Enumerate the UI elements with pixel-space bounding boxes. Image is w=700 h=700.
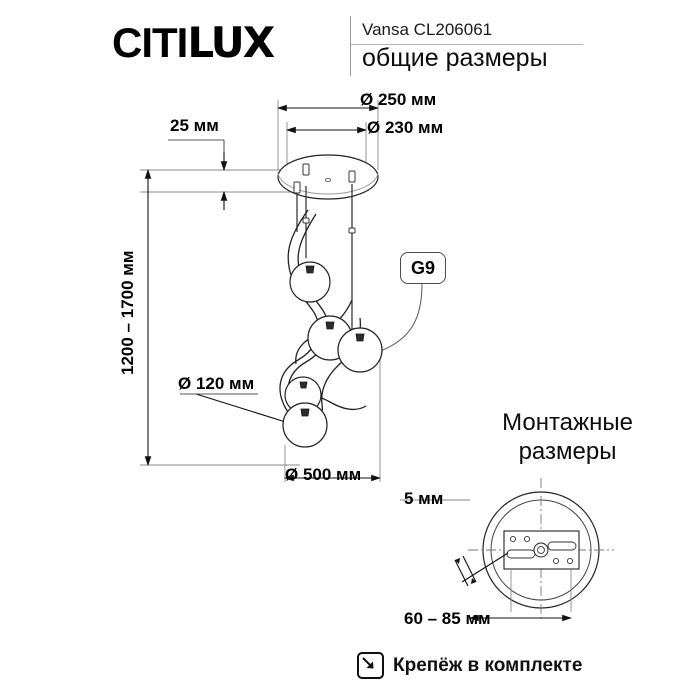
g9-leader bbox=[377, 283, 423, 353]
cable-fittings bbox=[293, 163, 356, 234]
dimension-overall-diameter: Ø 500 мм bbox=[285, 465, 362, 484]
dimension-canopy-height: 25 мм bbox=[170, 116, 219, 135]
dimension-globe-diameter: Ø 120 мм bbox=[178, 374, 255, 393]
sheet-subtitle: общие размеры bbox=[362, 44, 548, 72]
canopy-center-hole bbox=[324, 177, 332, 183]
mounting-section-title: Монтажные размеры bbox=[465, 408, 670, 467]
g9-sockets bbox=[299, 265, 365, 417]
sheet-header: CITILUX Vansa CL206061 общие размеры bbox=[0, 0, 700, 88]
brand-logo: CITILUX bbox=[112, 18, 275, 67]
brand-logo-lux: LUX bbox=[187, 18, 275, 67]
dimension-lines bbox=[144, 104, 382, 482]
footer-note-label: Крепёж в комплекте bbox=[393, 654, 583, 676]
dimension-canopy-outer-diameter: Ø 250 мм bbox=[360, 90, 437, 109]
glass-globe bbox=[337, 327, 383, 373]
header-divider bbox=[350, 16, 351, 76]
product-model: Vansa CL206061 bbox=[362, 20, 493, 39]
ceiling-canopy bbox=[277, 154, 379, 200]
mounting-witness bbox=[400, 499, 572, 612]
dimension-bracket-span: 60 – 85 мм bbox=[404, 609, 491, 628]
dimension-suspension-height: 1200 – 1700 мм bbox=[118, 250, 137, 375]
mounting-title-line2: размеры bbox=[518, 438, 617, 466]
header-rule bbox=[351, 44, 583, 45]
dimension-canopy-inner-diameter: Ø 230 мм bbox=[367, 118, 444, 137]
mounting-detail bbox=[400, 478, 614, 622]
glass-globe bbox=[282, 402, 328, 448]
footer-note: Крепёж в комплекте bbox=[357, 652, 582, 679]
arrow-down-right-boxed-icon bbox=[357, 652, 384, 679]
lamp-assembly bbox=[277, 154, 383, 448]
glass-globes bbox=[282, 261, 383, 448]
lamp-type-callout: G9 bbox=[400, 252, 446, 284]
glass-globe bbox=[289, 261, 331, 303]
mounting-title-line1: Монтажные bbox=[502, 409, 633, 436]
dimension-plate-thickness: 5 мм bbox=[404, 489, 444, 508]
mounting-bracket-plate bbox=[503, 530, 580, 570]
brand-logo-citi: CITI bbox=[112, 19, 188, 66]
leader-globe-diameter bbox=[195, 393, 294, 425]
dimline-plate-thickness bbox=[454, 552, 509, 587]
